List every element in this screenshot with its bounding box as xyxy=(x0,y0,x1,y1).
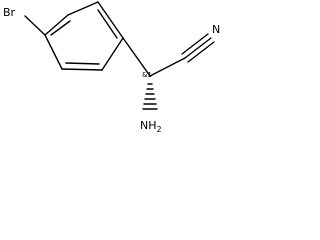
molecule-diagram: Br &1 N NH2 xyxy=(3,1,220,134)
stereo-label: &1 xyxy=(142,71,152,79)
nitrile-triple-bond xyxy=(181,33,215,63)
nitrile-nitrogen-label: N xyxy=(212,23,220,36)
ring-bond-4 xyxy=(61,68,103,71)
c-br-bond xyxy=(24,15,46,36)
ring-bond-6 xyxy=(44,14,69,36)
ring-bond-5 xyxy=(44,34,63,70)
ring-bond-3 xyxy=(101,37,124,71)
structure-canvas: Br &1 N NH2 xyxy=(0,0,230,140)
benzene-ring xyxy=(44,1,124,71)
ring-double-bond-1 xyxy=(97,9,118,39)
bromine-atom-label: Br xyxy=(3,6,16,19)
ring-bond-1 xyxy=(67,1,99,16)
amine-label: NH2 xyxy=(140,119,162,134)
ring-double-bond-2 xyxy=(65,62,100,65)
amine-subscript: 2 xyxy=(157,125,162,134)
ring-double-bond-3 xyxy=(50,20,71,36)
stereocenter-to-nitrile-carbon-bond xyxy=(149,57,186,77)
hashed-wedge-bond xyxy=(142,83,158,110)
ring-to-stereocenter-bond xyxy=(122,37,151,77)
ring-bond-2 xyxy=(97,1,124,39)
amine-main-text: NH xyxy=(140,119,157,132)
